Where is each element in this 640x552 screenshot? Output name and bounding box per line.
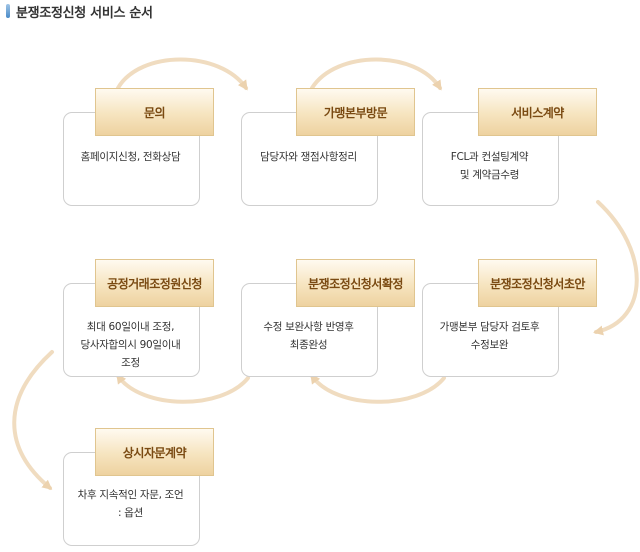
arrow-step1-to-step2: [116, 57, 248, 91]
desc-line: 홈페이지신청, 전화상담: [80, 151, 181, 163]
desc-line: 및 계약금수령: [459, 169, 520, 181]
step-desc: 가맹본부 담당자 검토후 수정보완: [422, 318, 557, 354]
step-label: 가맹본부방문: [296, 88, 415, 136]
desc-line: 가맹본부 담당자 검토후: [439, 321, 540, 333]
step-desc: 차후 지속적인 자문, 조언 : 옵션: [63, 486, 198, 522]
step-label: 분쟁조정신청서확정: [296, 259, 415, 307]
desc-line: 조정: [121, 357, 140, 369]
title-accent-bar: [6, 4, 10, 18]
step-label: 서비스계약: [478, 88, 597, 136]
desc-line: 최종완성: [289, 339, 328, 351]
arrow-step3-to-step4: [593, 200, 639, 336]
desc-line: FCL과 컨설팅계약: [450, 151, 529, 163]
step-desc: 홈페이지신청, 전화상담: [63, 148, 198, 166]
desc-line: 차후 지속적인 자문, 조언: [77, 489, 184, 501]
step-desc: 수정 보완사항 반영후 최종완성: [241, 318, 376, 354]
arrow-step5-to-step6: [116, 373, 250, 404]
arrow-step4-to-step5: [310, 373, 446, 404]
step-label: 공정거래조정원신청: [95, 259, 214, 307]
step-label: 분쟁조정신청서초안: [478, 259, 597, 307]
step-label: 상시자문계약: [95, 428, 214, 476]
page-title: 분쟁조정신청 서비스 순서: [16, 5, 153, 21]
desc-line: 수정 보완사항 반영후: [263, 321, 354, 333]
desc-line: 담당자와 쟁점사항정리: [260, 151, 357, 163]
desc-line: 당사자합의시 90일이내: [80, 339, 181, 351]
step-desc: 최대 60일이내 조정, 당사자합의시 90일이내 조정: [63, 318, 198, 372]
desc-line: 최대 60일이내 조정,: [86, 321, 175, 333]
arrow-step2-to-step3: [310, 57, 442, 91]
step-desc: 담당자와 쟁점사항정리: [241, 148, 376, 166]
step-desc: FCL과 컨설팅계약 및 계약금수령: [422, 148, 557, 184]
desc-line: : 옵션: [118, 507, 143, 519]
desc-line: 수정보완: [470, 339, 509, 351]
step-label: 문의: [95, 88, 214, 136]
arrow-step6-to-step7: [12, 350, 54, 490]
page-title-wrap: 분쟁조정신청 서비스 순서: [6, 2, 153, 21]
